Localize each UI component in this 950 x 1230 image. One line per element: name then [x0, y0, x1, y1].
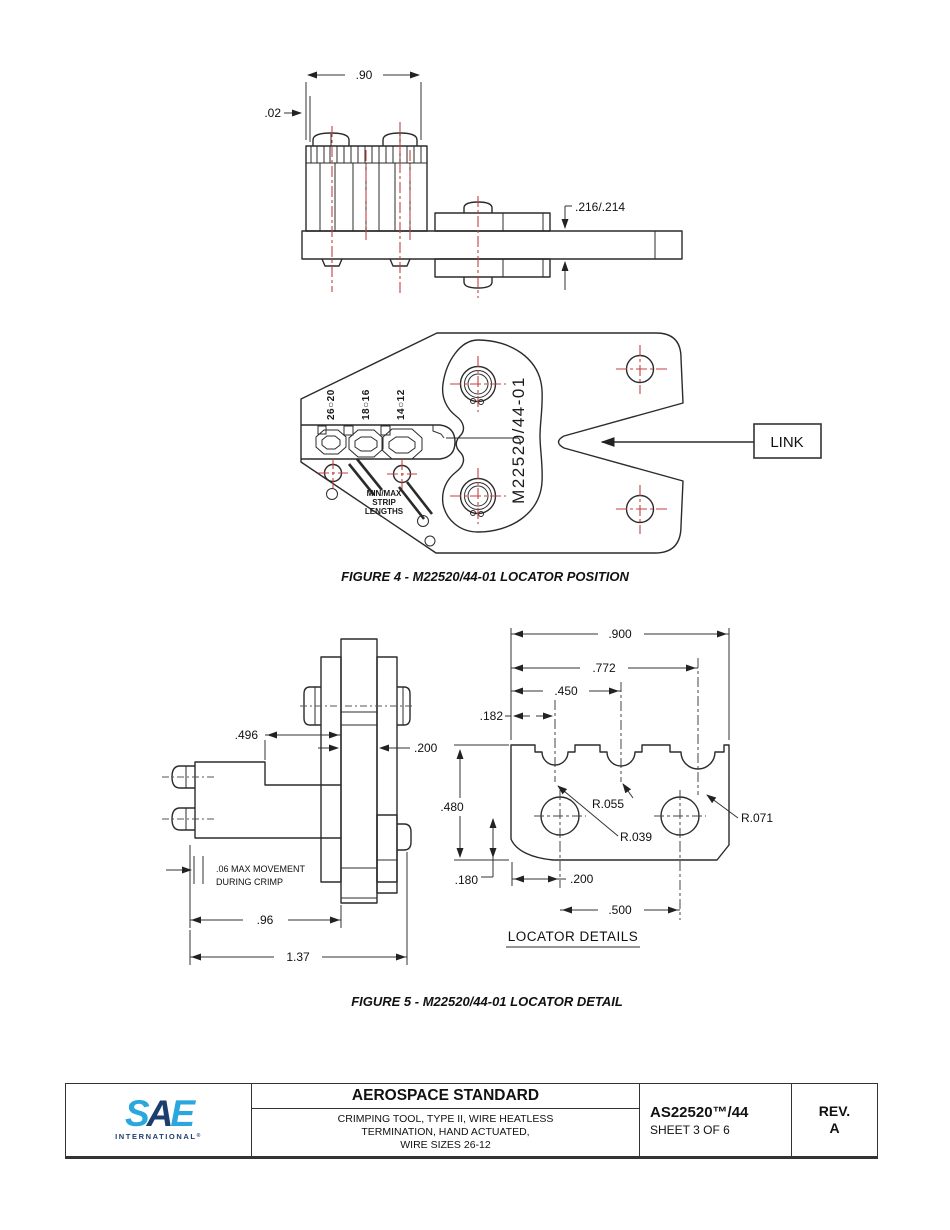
revision-value: A — [829, 1120, 840, 1136]
document-number-cell: AS22520™/44 SHEET 3 OF 6 — [639, 1084, 791, 1156]
dim-137: 1.37 — [189, 852, 408, 965]
dim-label-180: .180 — [455, 873, 479, 887]
dim-200-detail: .200 — [511, 862, 594, 886]
dim-label-772: .772 — [592, 661, 616, 675]
crimp-tool-side-view: .90 .02 .216/.214 — [264, 68, 683, 298]
dim-450: .450 — [511, 684, 621, 698]
standard-title-line2: TERMINATION, HAND ACTUATED, — [361, 1126, 530, 1138]
title-block: SAE INTERNATIONAL® AEROSPACE STANDARD CR… — [65, 1083, 878, 1159]
document-number: AS22520™/44 — [650, 1103, 749, 1121]
dim-label-450: .450 — [554, 684, 578, 698]
dim-182: .182 — [480, 709, 553, 723]
dim-216-214: .216/.214 — [561, 200, 625, 290]
dim-label-96: .96 — [257, 913, 274, 927]
sae-logo-subtitle: INTERNATIONAL® — [115, 1132, 202, 1141]
sae-logo-letter-a: A — [146, 1093, 174, 1134]
dim-480: .480 — [440, 744, 509, 861]
dim-label-900: .900 — [608, 627, 632, 641]
dim-label-500: .500 — [608, 903, 632, 917]
dim-900: .900 — [510, 627, 730, 740]
standard-title-line3: WIRE SIZES 26-12 — [400, 1139, 491, 1151]
sheet-number: SHEET 3 OF 6 — [650, 1122, 730, 1137]
dim-180: .180 — [455, 818, 497, 887]
dim-90: .90 — [305, 68, 422, 140]
figure4-caption: FIGURE 4 - M22520/44-01 LOCATOR POSITION — [341, 569, 629, 584]
figure5-drawing: .496 .200 .06 MAX MOVEMENT DURING CRIMP — [162, 627, 773, 965]
sae-logo-letter-e: E — [170, 1093, 195, 1134]
dim-label-r055: R.055 — [592, 797, 624, 811]
dim-label-r071: R.071 — [741, 811, 773, 825]
die-cavity-14-12 — [381, 428, 423, 460]
movement-note-line1: .06 MAX MOVEMENT — [216, 864, 306, 874]
locator-side-view: .496 .200 .06 MAX MOVEMENT DURING CRIMP — [162, 638, 438, 965]
dim-label-02: .02 — [264, 106, 281, 120]
dim-label-182: .182 — [480, 709, 504, 723]
dim-96: .96 — [189, 845, 342, 928]
locator-details-title: LOCATOR DETAILS — [508, 929, 639, 944]
sae-logo: SAE INTERNATIONAL® — [66, 1084, 251, 1156]
cavity-label-14-12: 14○12 — [396, 389, 407, 420]
die-cavity-26-20 — [315, 429, 347, 455]
dim-label-216-214: .216/.214 — [575, 200, 625, 214]
cavity-label-18-16: 18○16 — [361, 389, 372, 420]
locator-details-view: .900 .772 .450 .182 — [440, 627, 773, 948]
dim-movement: .06 MAX MOVEMENT DURING CRIMP — [166, 856, 306, 887]
dim-02: .02 — [264, 96, 311, 142]
crimp-tool-head-view: 26○20 18○16 14○12 MIN/MAX STRIP LENGTHS … — [300, 332, 822, 554]
dim-200-left: .200 — [318, 741, 438, 755]
part-marking-label: M22520/44-01 — [509, 376, 528, 504]
revision-cell: REV. A — [791, 1084, 877, 1156]
dim-label-90: .90 — [356, 68, 373, 82]
revision-label: REV. — [818, 1103, 851, 1119]
figure4-drawing: .90 .02 .216/.214 — [264, 68, 822, 554]
movement-note-line2: DURING CRIMP — [216, 877, 283, 887]
link-label: LINK — [770, 434, 803, 451]
dim-label-r039: R.039 — [620, 830, 652, 844]
sae-logo-word: SAE — [125, 1095, 195, 1132]
standard-title-line1: CRIMPING TOOL, TYPE II, WIRE HEATLESS — [337, 1113, 554, 1125]
dim-label-137: 1.37 — [286, 950, 310, 964]
cavity-label-26-20: 26○20 — [326, 389, 337, 420]
title-block-center: AEROSPACE STANDARD CRIMPING TOOL, TYPE I… — [251, 1084, 639, 1156]
dim-label-480: .480 — [440, 800, 464, 814]
dim-label-200-left: .200 — [414, 741, 438, 755]
dim-496: .496 — [235, 728, 341, 760]
dim-500: .500 — [560, 903, 680, 917]
sae-logo-letter-s: S — [124, 1093, 150, 1134]
dim-label-200-detail: .200 — [570, 872, 594, 886]
radius-callouts: R.039 R.055 R.071 — [557, 783, 773, 844]
strip-note-line2: STRIP — [372, 498, 396, 507]
standard-type-heading: AEROSPACE STANDARD — [252, 1084, 639, 1109]
link-callout: LINK — [600, 423, 822, 459]
strip-note-line1: MIN/MAX — [367, 489, 402, 498]
figure5-caption: FIGURE 5 - M22520/44-01 LOCATOR DETAIL — [351, 994, 623, 1009]
dim-label-496: .496 — [235, 728, 259, 742]
dim-772: .772 — [511, 661, 698, 675]
standard-title: CRIMPING TOOL, TYPE II, WIRE HEATLESS TE… — [252, 1109, 639, 1156]
registered-mark-icon: ® — [196, 1133, 202, 1139]
die-cavity-18-16 — [348, 429, 384, 458]
strip-note-line3: LENGTHS — [365, 507, 404, 516]
